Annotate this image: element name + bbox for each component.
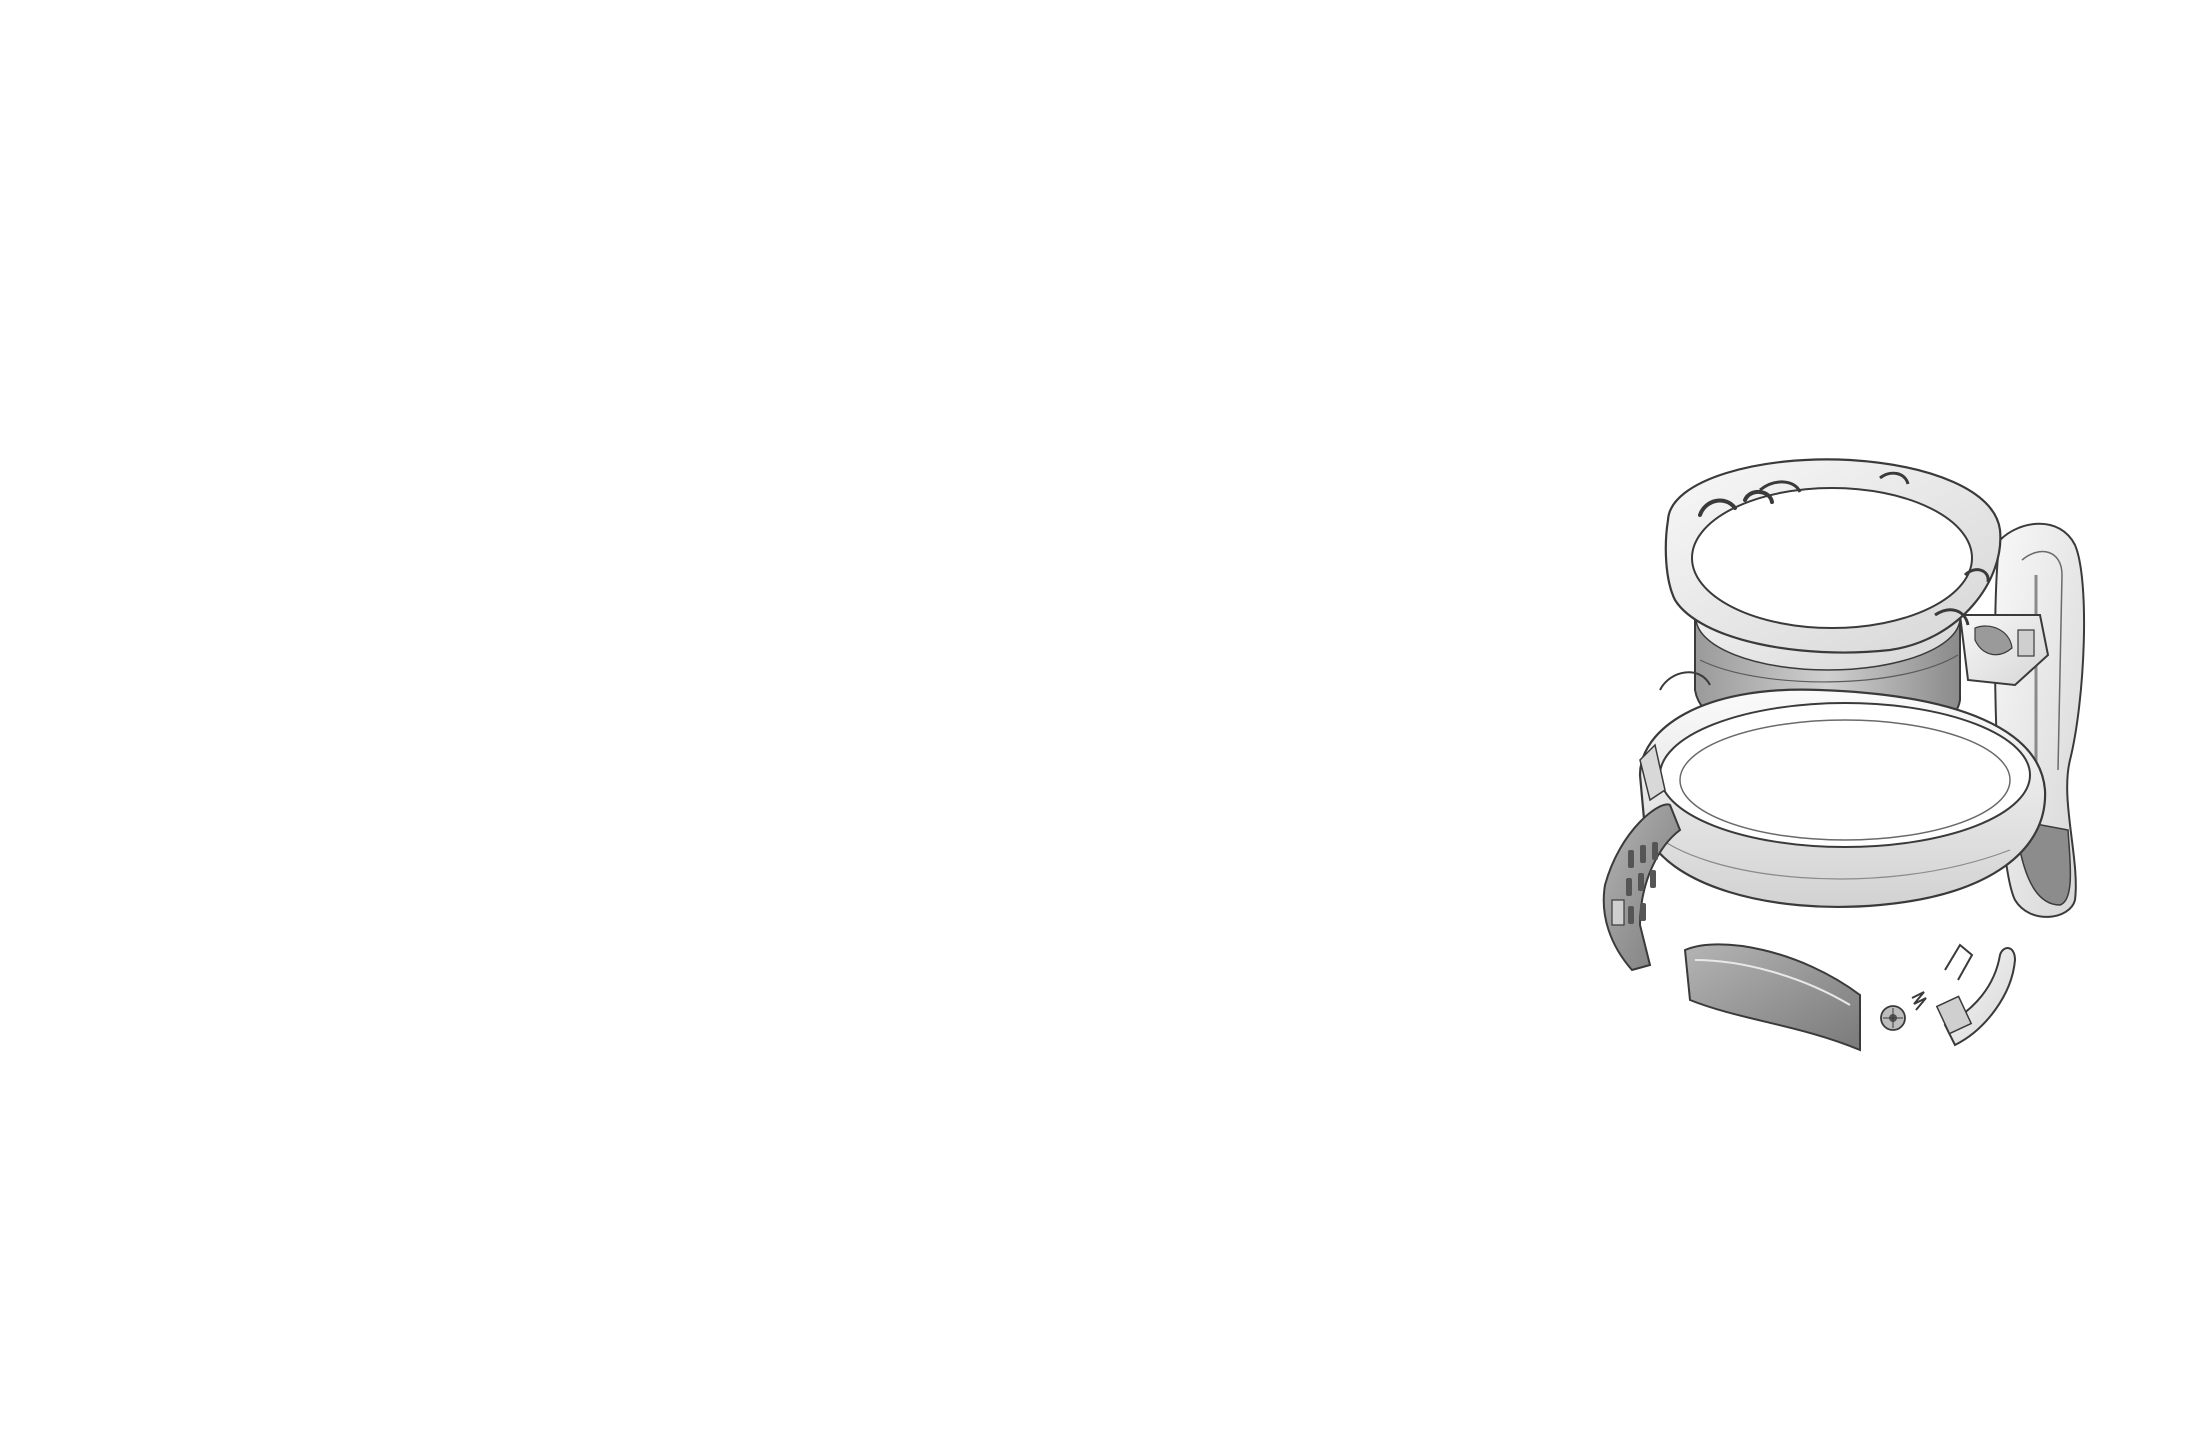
curved-handle <box>1935 947 2017 1047</box>
hinge-clip <box>1958 614 2050 687</box>
small-spring <box>1911 991 1927 1011</box>
front-panel <box>1683 943 1861 1052</box>
wheel-gear <box>1880 1005 1906 1031</box>
main-housing <box>1638 671 2047 908</box>
hook-pin <box>1944 943 1974 981</box>
vented-cover <box>1602 803 1682 972</box>
top-ring <box>1664 458 2002 654</box>
